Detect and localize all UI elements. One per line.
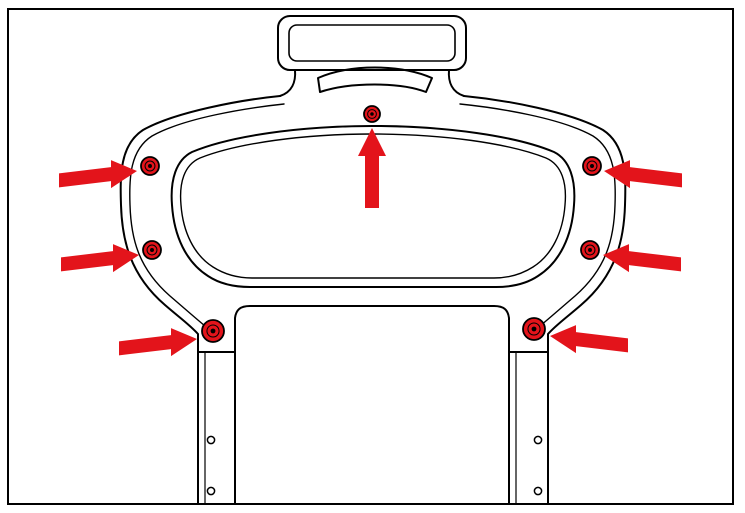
right-leg <box>508 351 549 504</box>
handle <box>277 15 467 71</box>
screw-markers <box>140 105 602 343</box>
window-inner <box>179 133 567 279</box>
screw-marker-middle-left <box>142 240 162 260</box>
plate-inner-line <box>129 103 616 327</box>
arrow-middle-left <box>61 244 139 273</box>
handle-neck-left <box>279 69 297 97</box>
screw-marker-upper-right <box>582 156 602 176</box>
grip-slot <box>317 66 433 93</box>
screw-marker-middle-right <box>580 240 600 260</box>
arrow-top-center <box>358 128 386 208</box>
arrow-middle-right <box>603 244 681 273</box>
pointer-arrows <box>59 128 682 357</box>
left-leg <box>197 351 236 504</box>
screw-marker-top-center <box>363 105 381 123</box>
handle-neck-right <box>447 69 465 97</box>
window-outer <box>170 125 576 288</box>
arrow-upper-left <box>59 160 137 189</box>
screw-marker-lower-left <box>201 319 225 343</box>
screw-marker-upper-left <box>140 156 160 176</box>
arrow-lower-left <box>119 328 197 357</box>
arrow-lower-right <box>550 325 628 354</box>
arrow-upper-right <box>604 160 682 189</box>
screw-marker-lower-right <box>522 317 546 341</box>
